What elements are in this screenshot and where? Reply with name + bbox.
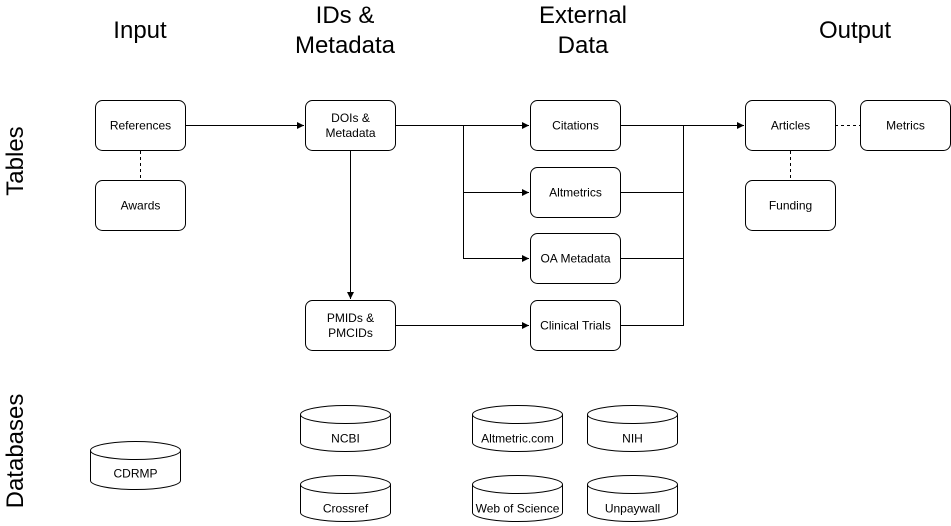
table-oa-metadata-label: OA Metadata bbox=[540, 252, 610, 266]
database-ncbi-body bbox=[300, 405, 391, 452]
database-crossref-rim bbox=[300, 484, 391, 494]
database-cdrmp-label: CDRMP bbox=[114, 467, 158, 481]
database-ncbi-rim bbox=[300, 414, 391, 424]
database-crossref: Crossref bbox=[300, 475, 391, 522]
table-dois-box bbox=[305, 100, 396, 151]
table-dois-metadata: DOIs & Metadata bbox=[305, 100, 396, 151]
table-altmetrics-label: Altmetrics bbox=[549, 186, 602, 200]
table-awards: Awards bbox=[95, 180, 186, 231]
table-references-box bbox=[95, 100, 186, 151]
database-web-of-science-body bbox=[472, 475, 563, 522]
header-input: Input bbox=[113, 17, 167, 44]
database-crossref-body bbox=[300, 475, 391, 522]
header-ids-line2: Metadata bbox=[295, 32, 396, 59]
database-ncbi-label: NCBI bbox=[331, 432, 360, 446]
table-articles-box bbox=[745, 100, 836, 151]
table-awards-box bbox=[95, 180, 186, 231]
table-oa-metadata: OA Metadata bbox=[530, 233, 621, 284]
table-pmids-box bbox=[305, 300, 396, 351]
database-cdrmp-rim bbox=[90, 450, 181, 460]
header-output: Output bbox=[819, 17, 891, 44]
database-web-of-science-rim bbox=[472, 484, 563, 494]
header-external-line1: External bbox=[539, 2, 627, 29]
table-altmetrics-box bbox=[530, 167, 621, 218]
table-pmids-label-line1: PMIDs & bbox=[327, 311, 374, 325]
database-unpaywall-rim bbox=[587, 484, 678, 494]
table-citations-label: Citations bbox=[552, 119, 599, 133]
row-label-tables: Tables bbox=[2, 126, 29, 195]
table-references: References bbox=[95, 100, 186, 151]
header-ids-line1: IDs & bbox=[316, 2, 375, 29]
table-references-label: References bbox=[110, 119, 171, 133]
edges bbox=[140, 122, 860, 329]
table-altmetrics: Altmetrics bbox=[530, 167, 621, 218]
table-metrics: Metrics bbox=[860, 100, 951, 151]
database-unpaywall-body bbox=[587, 475, 678, 522]
table-citations-box bbox=[530, 100, 621, 151]
table-funding: Funding bbox=[745, 180, 836, 231]
database-crossref-label: Crossref bbox=[323, 502, 369, 516]
database-web-of-science-label: Web of Science bbox=[476, 502, 560, 516]
table-funding-label: Funding bbox=[769, 199, 812, 213]
table-articles: Articles bbox=[745, 100, 836, 151]
table-funding-box bbox=[745, 180, 836, 231]
table-pmids-label-line2: PMCIDs bbox=[328, 326, 373, 340]
database-cdrmp-body bbox=[90, 441, 181, 490]
database-web-of-science: Web of Science bbox=[472, 475, 563, 522]
table-clinical-trials-label: Clinical Trials bbox=[540, 319, 611, 333]
database-nih-body bbox=[587, 405, 678, 452]
database-ncbi: NCBI bbox=[300, 405, 391, 452]
table-dois-label-line2: Metadata bbox=[325, 126, 375, 140]
edge-dois-to-altmetrics bbox=[463, 125, 529, 196]
table-clinical-trials: Clinical Trials bbox=[530, 300, 621, 351]
database-altmetric-com-label: Altmetric.com bbox=[481, 432, 554, 446]
database-altmetric-com-rim bbox=[472, 414, 563, 424]
table-oa-metadata-box bbox=[530, 233, 621, 284]
database-altmetric-com: Altmetric.com bbox=[472, 405, 563, 452]
database-nih-label: NIH bbox=[622, 432, 643, 446]
table-pmids-pmcids: PMIDs & PMCIDs bbox=[305, 300, 396, 351]
table-awards-label: Awards bbox=[121, 199, 161, 213]
database-cdrmp: CDRMP bbox=[90, 441, 181, 490]
header-external-line2: Data bbox=[558, 32, 609, 59]
database-unpaywall-label: Unpaywall bbox=[605, 502, 660, 516]
edge-clinical-trials-to-articles bbox=[620, 125, 684, 326]
database-nih-rim bbox=[587, 414, 678, 424]
table-dois-label-line1: DOIs & bbox=[331, 111, 370, 125]
database-unpaywall: Unpaywall bbox=[587, 475, 678, 522]
table-articles-label: Articles bbox=[771, 119, 810, 133]
table-metrics-label: Metrics bbox=[886, 119, 925, 133]
table-citations: Citations bbox=[530, 100, 621, 151]
edge-dois-to-oa-metadata bbox=[463, 192, 529, 262]
row-label-databases: Databases bbox=[2, 394, 29, 509]
database-altmetric-com-body bbox=[472, 405, 563, 452]
table-clinical-trials-box bbox=[530, 300, 621, 351]
database-nih: NIH bbox=[587, 405, 678, 452]
